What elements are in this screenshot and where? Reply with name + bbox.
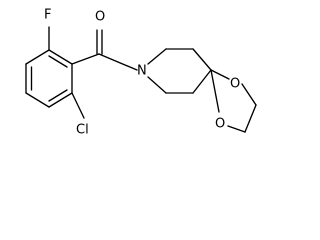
ring-oxygen-upper-label: O	[230, 77, 240, 92]
ring-oxygen-lower-label: O	[215, 117, 225, 132]
bond-carbonyl-nitrogen	[98, 53, 138, 71]
bond-c3-c4	[48, 92, 73, 108]
double-bond-inner-right-top	[48, 55, 68, 68]
fluorine-label: F	[44, 8, 51, 23]
bond-c3-chlorine	[71, 92, 85, 119]
bond-spiro-o-upper	[210, 69, 230, 80]
bond-n-ca	[147, 48, 167, 65]
carbonyl-oxygen-label: O	[95, 10, 105, 25]
benzene-ring	[25, 49, 73, 108]
double-bond-inner-right-bottom	[48, 89, 68, 102]
chlorine-label: Cl	[76, 123, 89, 138]
bond-ring-carbonyl	[71, 53, 100, 65]
bond-o-upper-ce	[241, 83, 257, 106]
bond-spiro-cc	[192, 69, 212, 94]
chemical-structure-diagram: F O N O O Cl	[25, 8, 257, 138]
bond-c4-c5	[25, 92, 50, 108]
bond-c1-c2	[48, 49, 73, 65]
bond-cb-spiro	[192, 48, 212, 71]
bond-cd-n	[147, 76, 167, 94]
bond-ce-cf	[244, 104, 257, 133]
dioxolane-ring	[210, 69, 257, 133]
nitrogen-label: N	[137, 64, 147, 79]
bond-c6-c1	[25, 49, 50, 65]
bond-spiro-o-lower	[210, 69, 220, 113]
piperidine-ring	[147, 48, 212, 94]
bond-cf-o-lower	[227, 125, 246, 133]
